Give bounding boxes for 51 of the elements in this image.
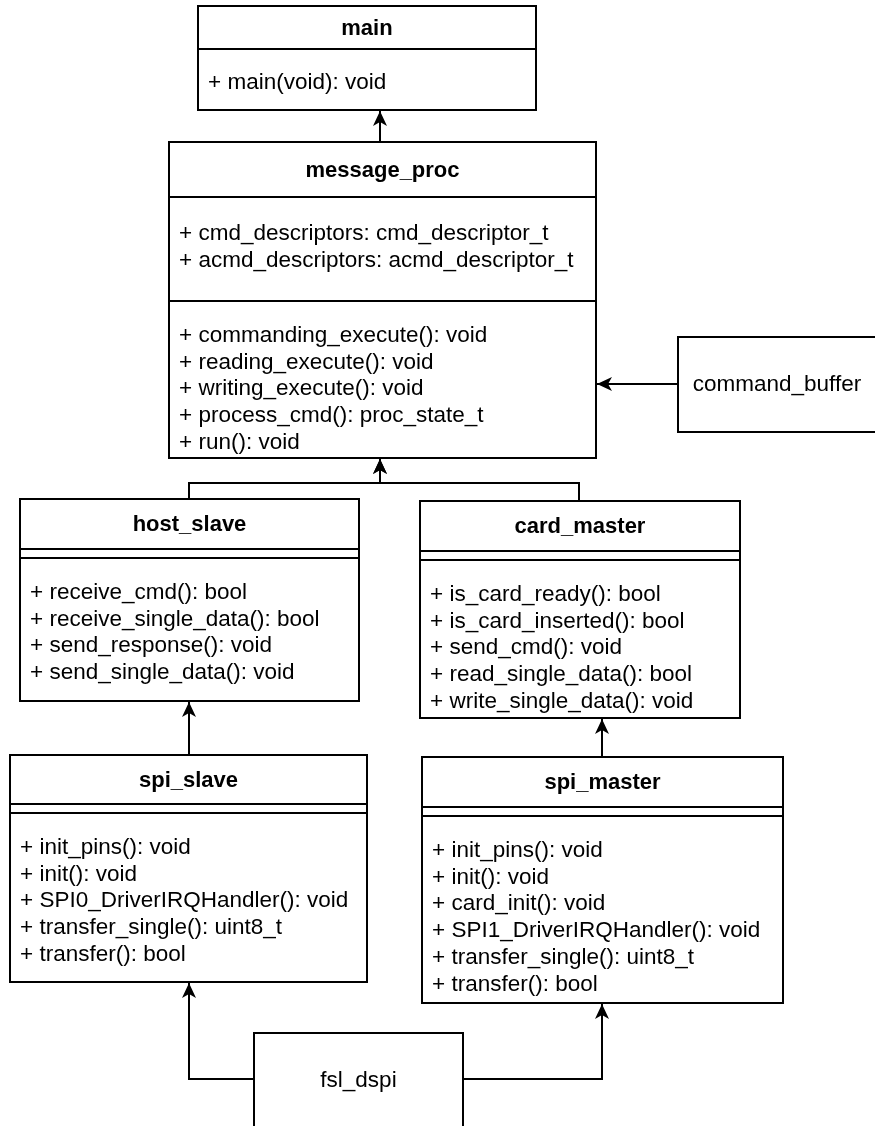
module-name: fsl_dspi: [320, 1067, 397, 1093]
class-name: main: [341, 14, 393, 41]
class-box: [419, 500, 741, 719]
class-box: [9, 754, 368, 983]
member-text: + init_pins(): void: [20, 834, 191, 861]
class-box: [19, 498, 360, 702]
member-text: + receive_cmd(): bool: [30, 579, 247, 606]
inheritance-arrow: [596, 377, 678, 391]
inheritance-arrow: [373, 458, 580, 501]
member-text: + read_single_data(): bool: [430, 661, 693, 688]
class-name: card_master: [514, 513, 646, 539]
member-text: + reading_execute(): void: [179, 348, 434, 376]
member-text: + send_single_data(): void: [30, 659, 295, 686]
module-box: [677, 336, 875, 433]
member-text: + writing_execute(): void: [179, 375, 424, 403]
class-box: [168, 141, 597, 459]
member-text: + init_pins(): void: [432, 837, 603, 864]
class-name: host_slave: [132, 511, 247, 537]
member-text: + send_cmd(): void: [430, 634, 622, 662]
member-text: + init(): void: [20, 860, 137, 888]
module-name: command_buffer: [692, 371, 862, 397]
member-text: + main(void): void: [208, 69, 387, 96]
member-text: + SPI1_DriverIRQHandler(): void: [432, 917, 761, 944]
member-text: + commanding_execute(): void: [179, 322, 488, 349]
member-text: + is_card_inserted(): bool: [430, 607, 685, 635]
member-text: + transfer(): bool: [432, 970, 598, 998]
member-text: + transfer_single(): uint8_t: [432, 943, 694, 971]
class-name: spi_master: [544, 769, 661, 795]
member-text: + receive_single_data(): bool: [30, 605, 320, 633]
inheritance-arrow: [463, 1003, 609, 1080]
class-name: spi_slave: [138, 766, 239, 793]
module-box: [253, 1032, 464, 1126]
inheritance-arrow: [182, 982, 254, 1080]
inheritance-arrow: [182, 701, 196, 755]
member-text: + run(): void: [179, 428, 300, 456]
member-text: + send_response(): void: [30, 632, 273, 660]
inheritance-arrow: [595, 718, 609, 757]
member-text: + init(): void: [432, 863, 549, 891]
member-text: + SPI0_DriverIRQHandler(): void: [20, 887, 349, 915]
inheritance-arrow: [373, 110, 387, 142]
member-text: + process_cmd(): proc_state_t: [179, 402, 484, 429]
member-text: + write_single_data(): void: [430, 687, 694, 715]
member-text: + is_card_ready(): bool: [430, 581, 661, 608]
class-box: [421, 756, 784, 1004]
member-text: + transfer(): bool: [20, 940, 186, 968]
class-name: message_proc: [305, 156, 460, 183]
member-text: + transfer_single(): uint8_t: [20, 914, 282, 941]
class-box: [197, 5, 537, 111]
member-text: + card_init(): void: [432, 890, 606, 918]
member-text: + acmd_descriptors: acmd_descriptor_t: [179, 246, 574, 274]
member-text: + cmd_descriptors: cmd_descriptor_t: [179, 220, 549, 247]
